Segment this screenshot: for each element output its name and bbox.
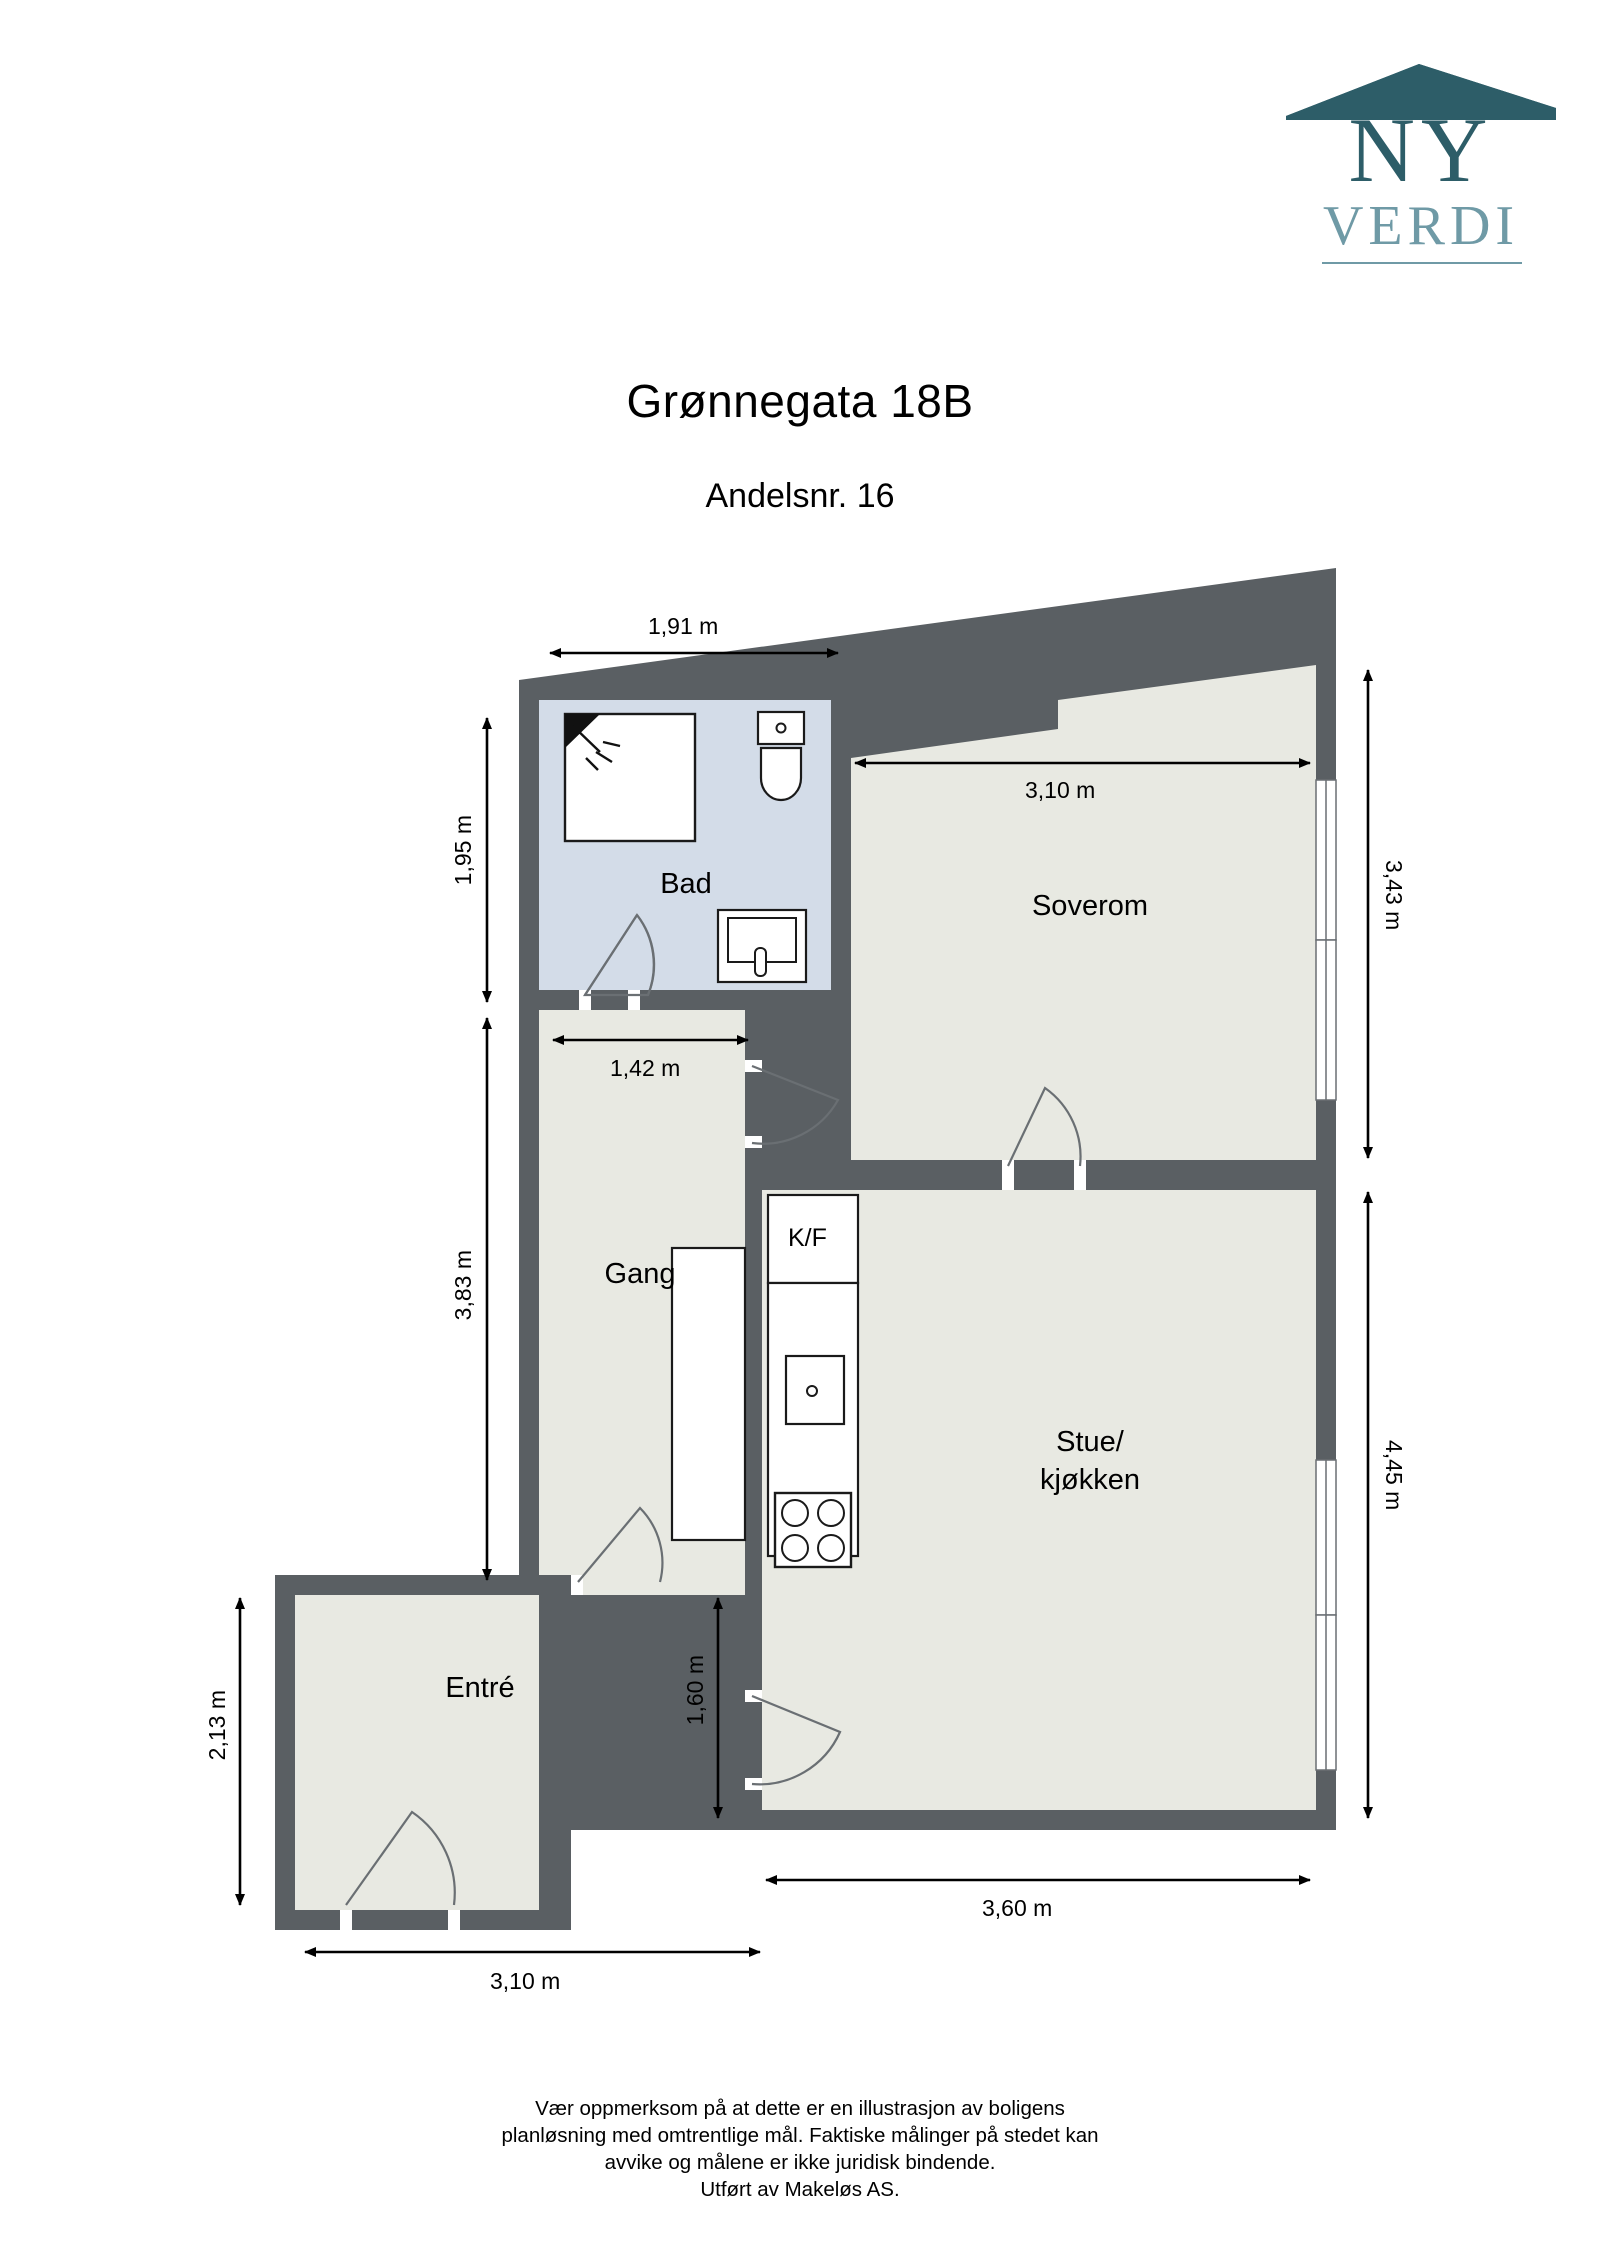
company-logo: NY VERDI [1286, 58, 1556, 264]
windows [1315, 779, 1337, 1771]
dimension-soverom-height: 3,43 m [1381, 860, 1407, 931]
doors [340, 913, 1086, 1930]
room-label-entre: Entré [445, 1672, 515, 1704]
room-label-soverom: Soverom [1031, 890, 1149, 922]
disclaimer-footer: Vær oppmerksom på at dette er en illustr… [0, 2095, 1600, 2203]
floor-soverom [851, 665, 1316, 1160]
wardrobe-icon [670, 1246, 747, 1542]
page-subtitle: Andelsnr. 16 [705, 477, 895, 515]
dimension-stue-width: 3,60 m [982, 1895, 1053, 1921]
interior-walls [519, 680, 1316, 1930]
dimension-bad-width: 1,91 m [648, 613, 719, 639]
window-stue-lower [1315, 1614, 1337, 1771]
shower-icon [563, 712, 697, 843]
dimension-stue-height: 4,45 m [1381, 1440, 1407, 1511]
logo-text-verdi: VERDI [1322, 195, 1520, 257]
floor-stue [762, 1190, 1316, 1810]
room-label-stue-line2: kjøkken [1040, 1464, 1140, 1496]
dimension-arrows [235, 648, 1373, 1957]
room-floors [295, 665, 1316, 1910]
window-stue-upper [1315, 1459, 1337, 1616]
dimension-gang-width: 1,42 m [610, 1055, 681, 1081]
kitchen-sink-icon [784, 1354, 846, 1426]
fridge-freezer-icon [766, 1193, 860, 1285]
window-soverom-upper [1315, 779, 1337, 941]
room-label-gang: Gang [604, 1258, 676, 1290]
bathroom-fixtures [563, 710, 808, 984]
dimension-entre-width: 3,10 m [490, 1968, 561, 1994]
dimension-entre-height: 2,13 m [204, 1690, 230, 1761]
floor-entre [295, 1595, 571, 1910]
dimension-gang-height: 3,83 m [450, 1250, 476, 1321]
dimension-bad-height: 1,95 m [450, 815, 476, 886]
stove-icon [773, 1491, 853, 1569]
disclaimer-line-4: Utført av Makeløs AS. [700, 2178, 900, 2201]
room-label-bad: Bad [660, 868, 712, 900]
sink-icon [716, 908, 808, 984]
appliance-label-fridge-freezer: K/F [788, 1224, 827, 1252]
dimension-hall-gap: 1,60 m [682, 1655, 708, 1726]
disclaimer-line-2: planløsning med omtrentlige mål. Faktisk… [501, 2124, 1099, 2147]
logo-text-ny: NY [1348, 99, 1494, 201]
toilet-icon [756, 710, 806, 802]
floor-gang [539, 1010, 762, 1810]
disclaimer-line-3: avvike og målene er ikke juridisk binden… [604, 2151, 996, 2174]
disclaimer-line-1: Vær oppmerksom på at dette er en illustr… [535, 2097, 1065, 2120]
room-label-stue-kjokken: Stue/ kjøkken [995, 1423, 1185, 1499]
room-label-stue-line1: Stue/ [1056, 1426, 1124, 1458]
dimension-soverom-width: 3,10 m [1025, 777, 1096, 803]
kitchen-fixtures [670, 1193, 860, 1569]
page-title: Grønnegata 18B [626, 375, 974, 427]
window-soverom-lower [1315, 939, 1337, 1101]
roof-icon [1286, 64, 1556, 120]
logo-underline [1322, 262, 1522, 264]
